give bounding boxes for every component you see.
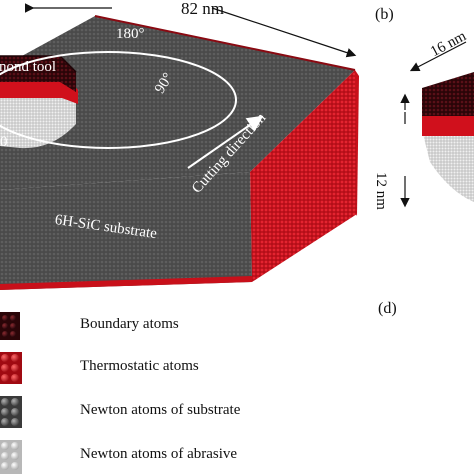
legend-swatch-newton-substrate: [0, 396, 22, 428]
tool-section-thermostatic: [422, 112, 474, 136]
width-dimension: [24, 3, 357, 58]
legend-swatch-newton-abrasive: [0, 440, 22, 474]
substrate-front-face: [0, 172, 252, 290]
tool-section-abrasive: [422, 130, 474, 202]
tool-label: nond tool: [0, 59, 57, 75]
section-width-dimension: [409, 41, 467, 72]
tool-cross-section: [422, 72, 474, 202]
panel-d-label: (d): [378, 300, 397, 317]
angle-180-label: 180°: [116, 26, 145, 42]
angle-0-label: 0: [0, 134, 8, 150]
rotation-path-ellipse: [0, 51, 237, 149]
section-height-label: 12 nm: [373, 172, 389, 210]
width-label-82nm: 82 nm: [181, 0, 224, 18]
substrate-rim-line: [94, 15, 356, 71]
legend-label-thermostatic: Thermostatic atoms: [80, 358, 199, 374]
tool-abrasive-body: [0, 84, 76, 149]
substrate-front-bottom-layer: [0, 276, 252, 290]
legend-label-newton-abrasive: Newton atoms of abrasive: [80, 446, 238, 462]
cutting-direction-arrow: [187, 115, 264, 169]
tool-section-boundary: [422, 72, 474, 116]
legend-swatch-boundary: [0, 312, 20, 340]
substrate-slab: [0, 15, 359, 290]
legend-label-newton-substrate: Newton atoms of substrate: [80, 402, 241, 418]
substrate-top-face: [0, 16, 355, 190]
legend-label-boundary: Boundary atoms: [80, 316, 179, 332]
substrate-right-face: [250, 70, 357, 282]
legend-swatch-thermostatic: [0, 352, 22, 384]
panel-b-label: (b): [375, 6, 394, 23]
